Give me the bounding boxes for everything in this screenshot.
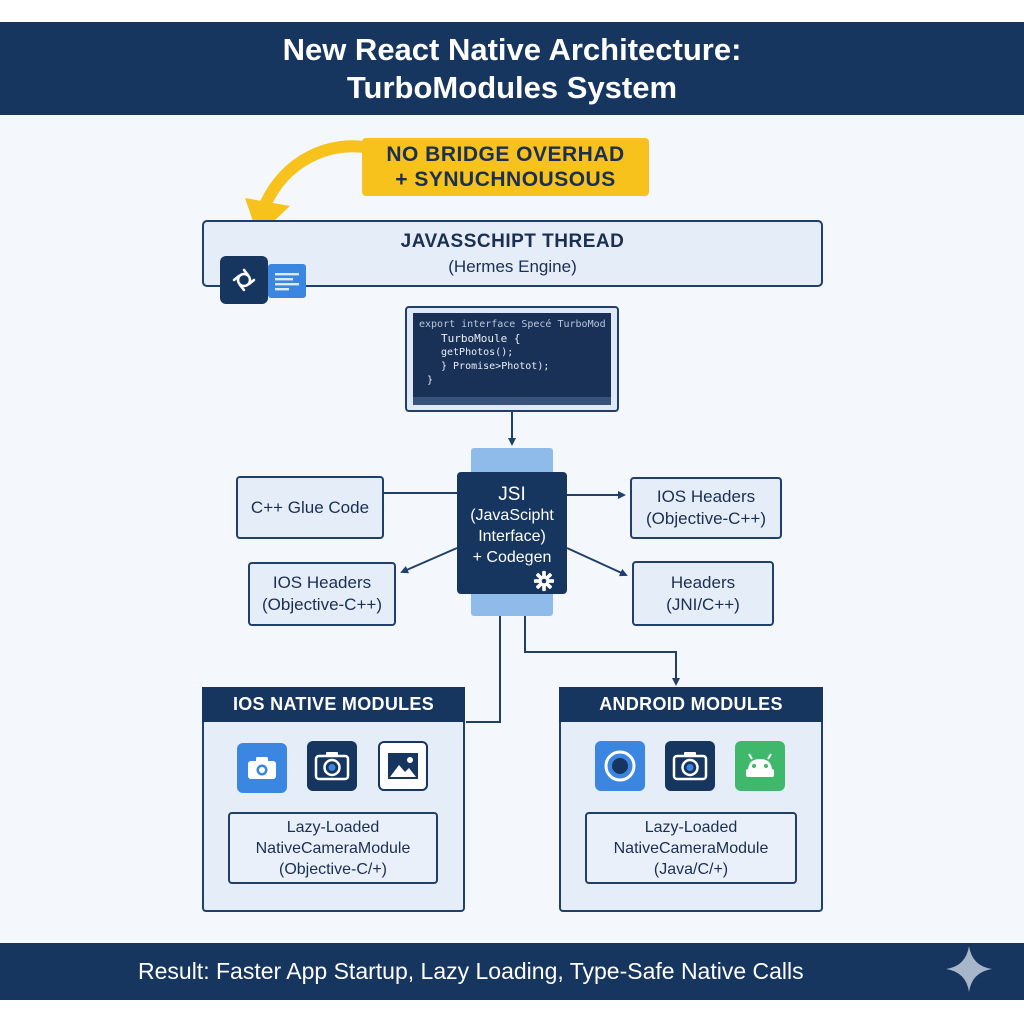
right-ios-headers-subtitle: (Objective-C++): [646, 509, 766, 528]
left-ios-headers-title: IOS Headers: [272, 573, 372, 592]
code-line: TurboMoule {: [441, 332, 521, 345]
jsi-line-3: Interface): [478, 528, 546, 545]
android-lazy-module-box: Lazy-Loaded NativeCameraModule (Java/C/+…: [585, 812, 797, 884]
code-screen-footer: [413, 397, 611, 405]
camera-lens-icon: [307, 741, 357, 791]
jsi-title: JSI: [498, 484, 526, 505]
android-robot-icon: [735, 741, 785, 791]
ios-lazy-module-box: Lazy-Loaded NativeCameraModule (Objectiv…: [228, 812, 438, 884]
gear-icon: [533, 570, 555, 592]
cpp-glue-code-box: C++ Glue Code: [236, 476, 384, 539]
android-lazy-line-1: Lazy-Loaded: [644, 818, 738, 836]
ios-lazy-line-2: NativeCameraModule: [255, 839, 411, 857]
sparkle-icon: [946, 946, 992, 992]
thread-title: JAVASSCHIPT THREAD: [400, 230, 625, 252]
ios-lazy-line-3: (Objective-C/+): [278, 860, 388, 878]
thread-subtitle: (Hermes Engine): [448, 256, 577, 276]
left-ios-headers-subtitle: (Objective-C++): [262, 595, 382, 614]
android-camera-icon: [665, 741, 715, 791]
jni-headers-subtitle: (JNI/C++): [666, 594, 740, 614]
right-ios-headers-title: IOS Headers: [656, 487, 756, 506]
title-line-2: TurboModules System: [346, 69, 678, 105]
jni-headers-box: Headers (JNI/C++): [632, 561, 774, 626]
bridge-callout: NO BRIDGE OVERHAD + SYNUCHNOUSOUS: [362, 138, 649, 196]
cpp-glue-label: C++ Glue Code: [250, 497, 370, 517]
right-ios-headers-box: IOS Headers (Objective-C++): [630, 477, 782, 539]
code-screen: export interface Specé TurboModule { Tur…: [413, 313, 611, 405]
result-footer: Result: Faster App Startup, Lazy Loading…: [0, 943, 1024, 1000]
camera-icon: [237, 743, 287, 793]
footer-text: Result: Faster App Startup, Lazy Loading…: [138, 958, 804, 984]
code-document-icon: [268, 264, 306, 298]
android-lazy-line-2: NativeCameraModule: [613, 839, 769, 857]
callout-line-2: + SYNUCHNOUSOUS: [395, 168, 616, 191]
jni-headers-title: Headers: [670, 572, 736, 592]
code-line: export interface Specé TurboModule {: [419, 319, 605, 330]
camera-shutter-icon: [595, 741, 645, 791]
code-line: } Promise>Photot);: [441, 361, 550, 372]
code-line: getPhotos();: [441, 347, 514, 358]
ios-panel-title: IOS NATIVE MODULES: [232, 694, 435, 714]
title-bar: New React Native Architecture: TurboModu…: [0, 22, 1024, 115]
title-line-1: New React Native Architecture:: [282, 31, 742, 67]
code-line: }: [427, 375, 434, 386]
hermes-engine-icon: [220, 256, 268, 304]
android-panel-header: ANDROID MODULES: [559, 687, 823, 722]
left-ios-headers-box: IOS Headers (Objective-C++): [248, 562, 396, 626]
android-lazy-line-3: (Java/C/+): [653, 860, 729, 878]
jsi-codegen-box: JSI (JavaScipht Interface) + Codegen: [457, 472, 567, 594]
photo-gallery-icon: [378, 741, 428, 791]
jsi-line-4: + Codegen: [472, 549, 552, 566]
callout-line-1: NO BRIDGE OVERHAD: [386, 143, 625, 166]
jsi-line-2: (JavaScipht: [470, 507, 554, 524]
ios-panel-header: IOS NATIVE MODULES: [202, 687, 465, 722]
ios-lazy-line-1: Lazy-Loaded: [286, 818, 380, 836]
android-panel-title: ANDROID MODULES: [599, 694, 783, 714]
